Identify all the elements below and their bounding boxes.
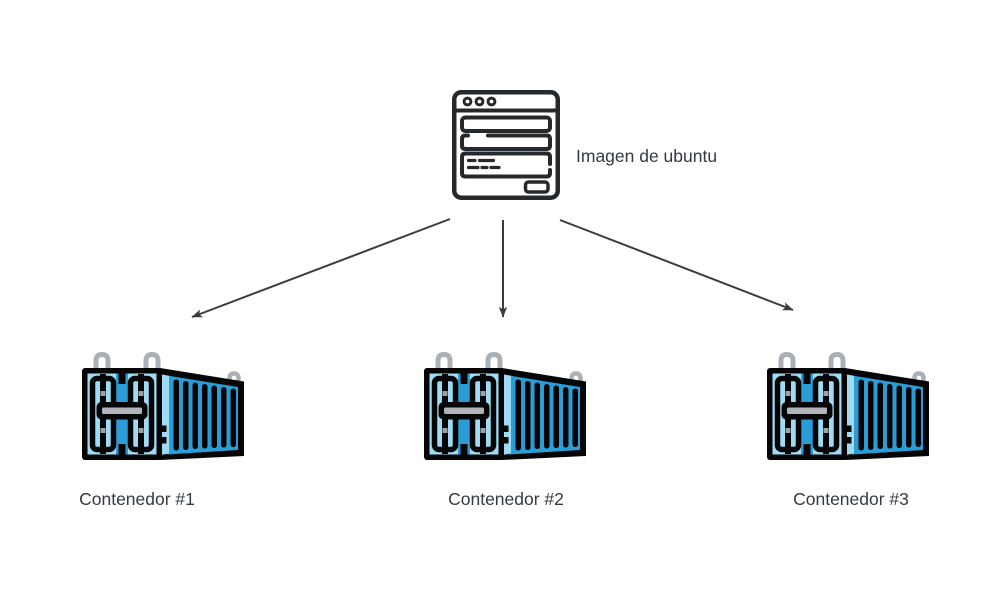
container-label-3: Contenedor #3 xyxy=(793,489,909,509)
container-label-2: Contenedor #2 xyxy=(448,489,564,509)
shipping-container-icon xyxy=(424,352,588,464)
shipping-container-icon xyxy=(767,352,931,464)
arrow-to-container-1 xyxy=(191,218,451,318)
image-node-label: Imagen de ubuntu xyxy=(576,146,718,166)
container-label-1: Contenedor #1 xyxy=(79,489,195,509)
browser-window-icon xyxy=(452,90,560,200)
arrow-to-container-3 xyxy=(559,219,794,311)
shipping-container-icon xyxy=(82,352,246,464)
